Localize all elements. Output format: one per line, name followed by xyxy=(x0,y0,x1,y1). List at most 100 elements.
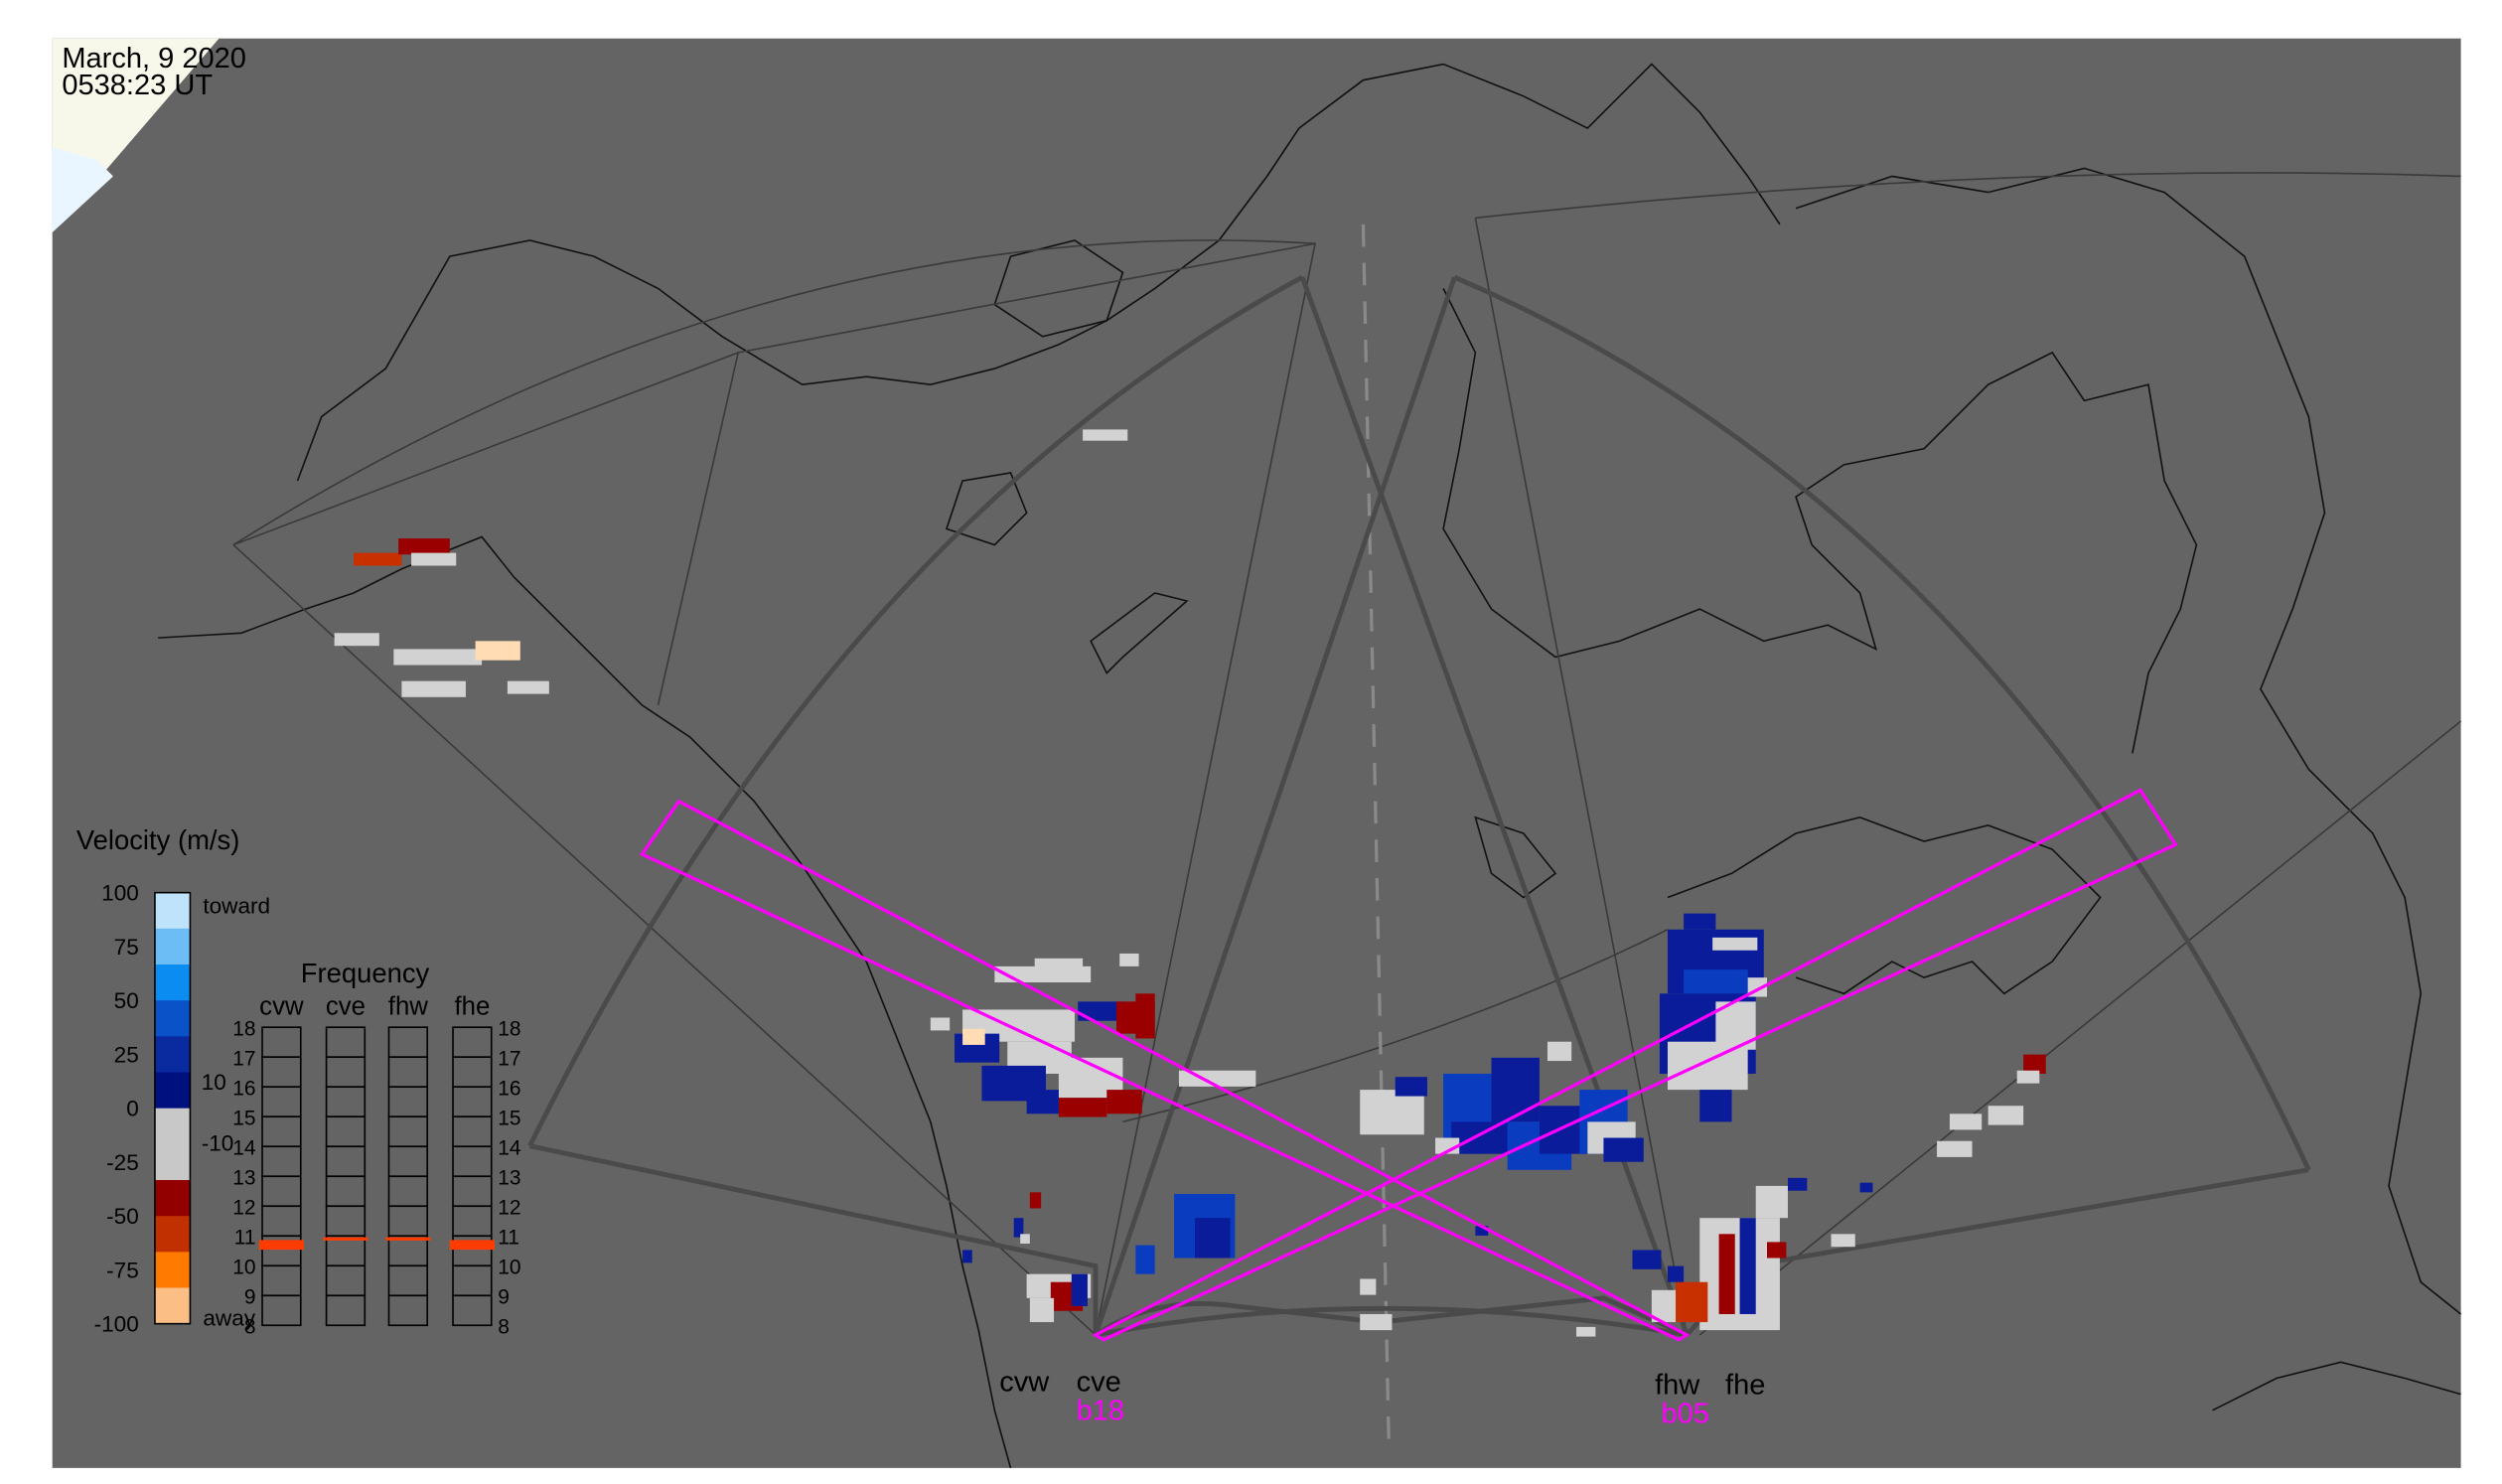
velocity-cell xyxy=(1491,1057,1540,1122)
velocity-cell xyxy=(2023,1054,2046,1074)
frequency-tick-left: 14 xyxy=(232,1136,256,1159)
velocity-cell xyxy=(1013,1218,1024,1238)
frequency-tick-left: 18 xyxy=(232,1017,255,1040)
velocity-cell xyxy=(1684,913,1716,930)
colorbar-tick: 25 xyxy=(114,1042,139,1067)
frequency-tick-left: 13 xyxy=(232,1166,255,1189)
velocity-cell xyxy=(1058,1098,1107,1117)
colorbar-tick: -100 xyxy=(94,1312,139,1337)
colorbar xyxy=(154,891,192,1325)
frequency-radar-fhe: fhe xyxy=(454,992,490,1020)
colorbar-segment xyxy=(154,1108,191,1145)
velocity-cell xyxy=(1831,1234,1855,1248)
away-label: away xyxy=(203,1305,255,1330)
velocity-cell xyxy=(411,552,457,566)
frequency-tick-left: 16 xyxy=(232,1077,255,1100)
colorbar-tick: 0 xyxy=(126,1097,139,1121)
velocity-cell xyxy=(1071,1273,1088,1306)
inner-tick-10: 10 xyxy=(202,1070,226,1095)
velocity-cell xyxy=(930,1017,951,1031)
velocity-cell xyxy=(1360,1313,1393,1331)
velocity-cell xyxy=(1106,1090,1142,1114)
velocity-cell xyxy=(398,538,450,555)
colorbar-tick: 75 xyxy=(114,935,139,960)
radar-label-cvw: cvw xyxy=(999,1366,1050,1398)
velocity-cell xyxy=(1083,429,1128,441)
frequency-marker-cvw xyxy=(258,1240,304,1251)
velocity-cell xyxy=(962,1028,985,1045)
velocity-cell xyxy=(1949,1113,1983,1130)
colorbar-segment xyxy=(154,1216,191,1254)
colorbar-tick: -25 xyxy=(106,1150,139,1175)
velocity-cell xyxy=(1034,958,1084,971)
velocity-cell xyxy=(507,680,549,694)
frequency-tick-right: 10 xyxy=(498,1256,520,1278)
frequency-cell xyxy=(387,1294,429,1327)
frequency-tick-left: 17 xyxy=(232,1047,255,1070)
frequency-tick-right: 12 xyxy=(498,1196,520,1219)
colorbar-tick: -50 xyxy=(106,1204,139,1229)
velocity-cell xyxy=(1119,953,1139,966)
velocity-cell xyxy=(1718,1234,1735,1314)
colorbar-segment xyxy=(154,928,191,965)
colorbar-segment xyxy=(154,1179,191,1217)
frequency-tick-left: 11 xyxy=(234,1226,256,1249)
time-label: 0538:23 UT xyxy=(62,70,213,101)
frequency-tick-left: 10 xyxy=(232,1256,255,1278)
frequency-marker-fhe xyxy=(449,1240,495,1251)
toward-label: toward xyxy=(203,894,270,919)
beam-label-b18: b18 xyxy=(1077,1395,1124,1426)
colorbar-segment xyxy=(154,964,191,1001)
velocity-cell xyxy=(1937,1140,1973,1157)
velocity-cell xyxy=(354,552,402,566)
beam-b18-outline xyxy=(1092,788,2178,1342)
colorbar-segment xyxy=(154,1072,191,1110)
radar-label-fhe: fhe xyxy=(1725,1370,1765,1402)
frequency-radar-cve: cve xyxy=(326,992,366,1020)
velocity-cell xyxy=(1603,1137,1644,1162)
colorbar-tick: -75 xyxy=(106,1258,139,1282)
velocity-cell xyxy=(1767,1242,1787,1259)
velocity-cell xyxy=(1739,1218,1756,1314)
frequency-tick-right: 15 xyxy=(498,1107,520,1129)
colorbar-tick: 50 xyxy=(114,988,139,1013)
velocity-cell xyxy=(1078,1001,1126,1021)
beam-b05-outline xyxy=(639,799,1691,1342)
velocity-cell xyxy=(1026,1090,1059,1114)
velocity-cell xyxy=(393,649,483,666)
colorbar-frame xyxy=(154,891,192,1325)
colorbar-segment xyxy=(154,1287,191,1325)
velocity-cell xyxy=(2016,1070,2040,1084)
radar-label-cve: cve xyxy=(1077,1366,1121,1398)
frequency-tick-right: 11 xyxy=(498,1226,519,1249)
velocity-cell xyxy=(1546,1041,1572,1062)
velocity-cell xyxy=(1360,1090,1424,1135)
frequency-tick-right: 16 xyxy=(498,1077,520,1100)
frequency-tick-left: 8 xyxy=(244,1315,256,1338)
frequency-radar-cvw: cvw xyxy=(259,992,304,1020)
frequency-cell xyxy=(261,1294,302,1327)
legend-title: Velocity (m/s) xyxy=(76,824,239,855)
velocity-cell xyxy=(1699,1090,1732,1122)
velocity-cell xyxy=(1135,1245,1155,1274)
velocity-cell xyxy=(475,641,520,661)
velocity-cell xyxy=(1029,1297,1055,1323)
frequency-tick-right: 13 xyxy=(498,1166,520,1189)
frequency-cell xyxy=(325,1294,367,1327)
selected-beams xyxy=(639,788,2178,1342)
colorbar-segment xyxy=(154,892,191,930)
velocity-cell xyxy=(401,680,466,697)
frequency-marker-cve xyxy=(323,1237,368,1241)
coastlines xyxy=(158,63,2462,1469)
colorbar-segment xyxy=(154,1000,191,1038)
velocity-cell xyxy=(1029,1192,1042,1209)
frequency-title: Frequency xyxy=(301,958,430,988)
velocity-cell xyxy=(1395,1077,1427,1097)
velocity-cell xyxy=(1135,993,1155,1039)
velocity-cell xyxy=(334,633,379,647)
